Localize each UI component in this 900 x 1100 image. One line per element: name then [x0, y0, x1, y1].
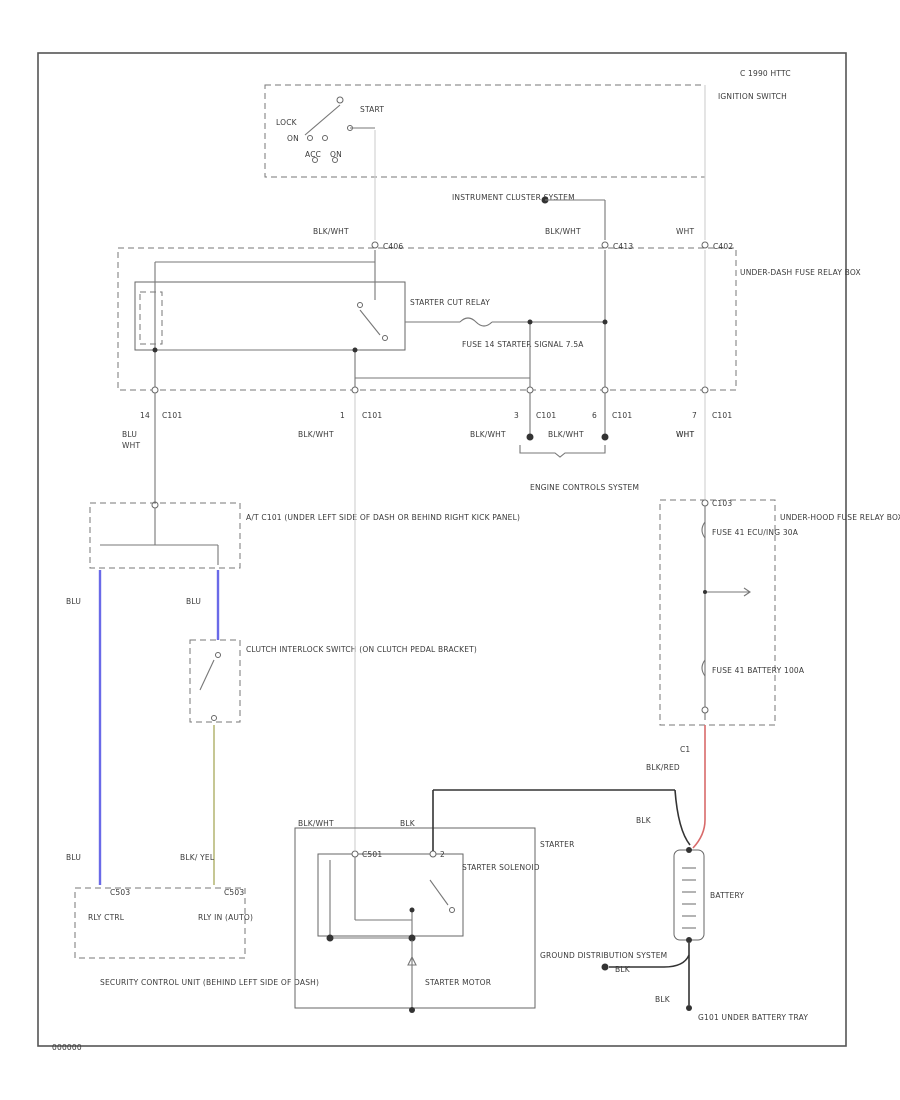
wire-label-blu-top: BLU — [122, 430, 137, 439]
wire-label-blkwht-6: BLK/WHT — [298, 819, 334, 828]
pin-7: 7 — [692, 411, 697, 420]
copyright-text: C 1990 HTTC — [740, 69, 791, 78]
conn-sec-2: C503 — [224, 888, 244, 897]
ignition-switch-label: IGNITION SWITCH — [718, 92, 787, 101]
conn-up-5: C101 — [712, 411, 732, 420]
ign-pos-acc: ACC — [305, 150, 321, 159]
wire-label-blu-left: BLU — [66, 597, 81, 606]
wire-label-wht-1: WHT — [676, 227, 694, 236]
instrument-cluster: INSTRUMENT CLUSTER SYSTEM — [452, 193, 575, 204]
sec-pin-right: RLY IN (AUTO) — [198, 913, 253, 922]
starter-cut-relay: STARTER CUT RELAY — [134, 281, 490, 351]
wire-label-blk-gnd: BLK — [655, 995, 671, 1004]
footer-code: 000000 — [52, 1043, 82, 1052]
under-dash-label: UNDER-DASH FUSE RELAY BOX — [740, 268, 861, 277]
ign-label: IGNITION SWITCH — [718, 92, 787, 101]
clutch-switch-label: CLUTCH INTERLOCK SWITCH (ON CLUTCH PEDAL… — [246, 645, 477, 654]
wire-label-blkred: BLK/RED — [646, 763, 680, 772]
security-unit-label: SECURITY CONTROL UNIT (BEHIND LEFT SIDE … — [100, 978, 319, 987]
wire-label-wht-2: WHT — [676, 430, 694, 439]
ign-pos-on-2: ON — [330, 150, 342, 159]
wires-top: BLK/WHT BLK/WHT WHT C406 C413 C402 — [152, 85, 733, 388]
conn-hood: C103 — [712, 499, 732, 508]
wire-label-wht-top: WHT — [122, 441, 140, 450]
pin-6: 6 — [592, 411, 597, 420]
clutch-area: A/T C101 (UNDER LEFT SIDE OF DASH OR BEH… — [66, 393, 520, 987]
starter-solenoid-label: STARTER SOLENOID — [462, 863, 540, 872]
ign-pos-lock: LOCK — [276, 118, 298, 127]
ign-pos-on: ON — [287, 134, 299, 143]
ground-dist-label: GROUND DISTRIBUTION SYSTEM — [540, 951, 667, 960]
wire-label-blk-3: BLK — [615, 965, 631, 974]
instrument-cluster-label: INSTRUMENT CLUSTER SYSTEM — [452, 193, 575, 202]
fuse-41-label: FUSE 41 ECU/ING 30A — [712, 528, 799, 537]
wire-label-blu-bot: BLU — [66, 853, 81, 862]
fuse-main-label: FUSE 41 BATTERY 100A — [712, 666, 805, 675]
ign-pos-start: START — [360, 105, 384, 114]
conn-up-1: C101 — [162, 411, 182, 420]
starter-cut-relay-label: STARTER CUT RELAY — [410, 298, 490, 307]
engine-controls-label: ENGINE CONTROLS SYSTEM — [530, 483, 639, 492]
starter-motor-label: STARTER MOTOR — [425, 978, 491, 987]
sec-pin-left: RLY CTRL — [88, 913, 125, 922]
pin-1: 1 — [340, 411, 345, 420]
pin-3: 3 — [514, 411, 519, 420]
conn-up-3: C101 — [536, 411, 556, 420]
g101-label: G101 UNDER BATTERY TRAY — [698, 1013, 808, 1022]
pin-14: 14 — [140, 411, 150, 420]
starter-label: STARTER — [540, 840, 575, 849]
lower-connectors: 14 C101 1 C101 3 C101 6 C101 7 C101 BLU … — [122, 386, 732, 492]
fuse-14: FUSE 14 STARTER SIGNAL 7.5A — [459, 317, 584, 349]
wire-label-blkyel: BLK/ YEL — [180, 853, 215, 862]
diagram-frame — [37, 52, 847, 1047]
under-hood-area: WHT C103 UNDER-HOOD FUSE RELAY BOX FUSE … — [540, 393, 900, 1022]
conn-sec-1: C503 — [110, 888, 130, 897]
under-hood-label: UNDER-HOOD FUSE RELAY BOX — [780, 513, 900, 522]
wire-label-blkwht-3: BLK/WHT — [298, 430, 334, 439]
fuse-14-label: FUSE 14 STARTER SIGNAL 7.5A — [462, 340, 584, 349]
c101-note: A/T C101 (UNDER LEFT SIDE OF DASH OR BEH… — [246, 513, 520, 522]
ignition-switch: LOCK ON ACC ON START IGNITION SWITCH — [264, 84, 787, 178]
wire-label-blkwht-2: BLK/WHT — [545, 227, 581, 236]
wire-label-blkwht-5: BLK/WHT — [548, 430, 584, 439]
wire-label-blk-2: BLK — [636, 816, 652, 825]
connector-c-top-1: C406 — [383, 242, 403, 251]
starter-area: BLK/WHT BLK STARTER C501 2 STARTER SOLEN… — [294, 393, 691, 1013]
battery-label: BATTERY — [710, 891, 744, 900]
wire-label-blkwht-4: BLK/WHT — [470, 430, 506, 439]
starter-pin-2: 2 — [440, 850, 445, 859]
conn-up-4: C101 — [612, 411, 632, 420]
connector-c-top-2: C413 — [613, 242, 633, 251]
wire-label-blkwht-1: BLK/WHT — [313, 227, 349, 236]
starter-conn: C501 — [362, 850, 382, 859]
wire-label-blu-mid: BLU — [186, 597, 201, 606]
conn-bat: C1 — [680, 745, 690, 754]
under-dash-box: UNDER-DASH FUSE RELAY BOX — [117, 247, 861, 391]
wire-label-wht-3: WHT — [676, 430, 694, 439]
connector-c-top-3: C402 — [713, 242, 733, 251]
wire-label-blk-1: BLK — [400, 819, 416, 828]
conn-up-2: C101 — [362, 411, 382, 420]
